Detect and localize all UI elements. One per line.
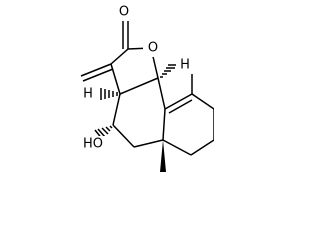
wedge-h-left [100,88,118,100]
bond-c6-c5a [162,139,192,156]
bond-c9a-c9 [164,93,193,110]
wedge-methyl-c5a [160,140,166,172]
bond-c3-methylene [80,63,112,77]
upper-hydrogen-label: H [180,58,190,73]
hydroxyl-label: HO [83,137,103,152]
bond-c3-methylene-second [82,68,114,82]
bond-c5a-c9a [162,108,166,141]
bond-c3a-c4 [112,93,121,126]
bond-c2-c3 [110,48,129,65]
bond-c4-c5 [112,124,135,148]
bond-c9a-c9-second [168,99,193,114]
structural-formula: O O H H HO [80,4,214,172]
bond-c3a-c9b [119,77,159,95]
carbonyl-oxygen-label: O [119,5,129,20]
bond-c9-c8 [191,93,214,110]
left-hydrogen-label: H [83,87,93,102]
ring-oxygen-label: O [148,41,158,56]
bond-c9b-c9a [157,77,166,110]
bond-c7-c6 [190,139,214,156]
bond-c5-c5a [133,139,164,148]
